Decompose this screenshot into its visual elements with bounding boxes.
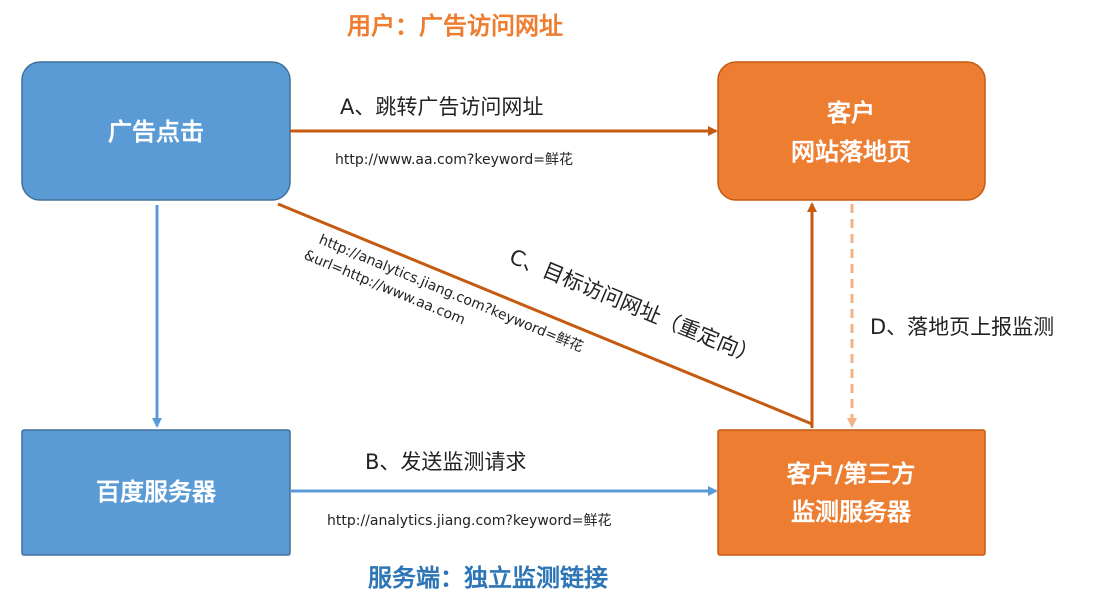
baidu-server-label: 百度服务器 xyxy=(96,478,217,506)
landing-page-box: 客户 网站落地页 xyxy=(717,61,986,201)
ad-click-box: 广告点击 xyxy=(21,61,291,201)
edge-d-label: D、落地页上报监测 xyxy=(870,315,1054,339)
arrow-c xyxy=(277,202,813,426)
top-title: 用户：广告访问网址 xyxy=(347,12,563,40)
monitor-server-box: 客户/第三方 监测服务器 xyxy=(717,429,986,556)
edge-b-url: http://analytics.jiang.com?keyword=鲜花 xyxy=(327,513,611,529)
bottom-title: 服务端：独立监测链接 xyxy=(368,564,608,592)
edge-a-label: A、跳转广告访问网址 xyxy=(340,95,543,119)
edge-b-label: B、发送监测请求 xyxy=(365,450,526,474)
ad-click-label: 广告点击 xyxy=(108,118,204,146)
baidu-server-box: 百度服务器 xyxy=(21,429,291,556)
edge-a-url: http://www.aa.com?keyword=鲜花 xyxy=(335,152,573,168)
monitor-label-line2: 监测服务器 xyxy=(791,498,912,526)
edge-c-url-line1: http://analytics.jiang.com?keyword=鲜花 xyxy=(316,232,585,356)
landing-label-line2: 网站落地页 xyxy=(791,138,911,166)
monitor-label-line1: 客户/第三方 xyxy=(787,460,916,488)
landing-label-line1: 客户 xyxy=(827,99,875,127)
